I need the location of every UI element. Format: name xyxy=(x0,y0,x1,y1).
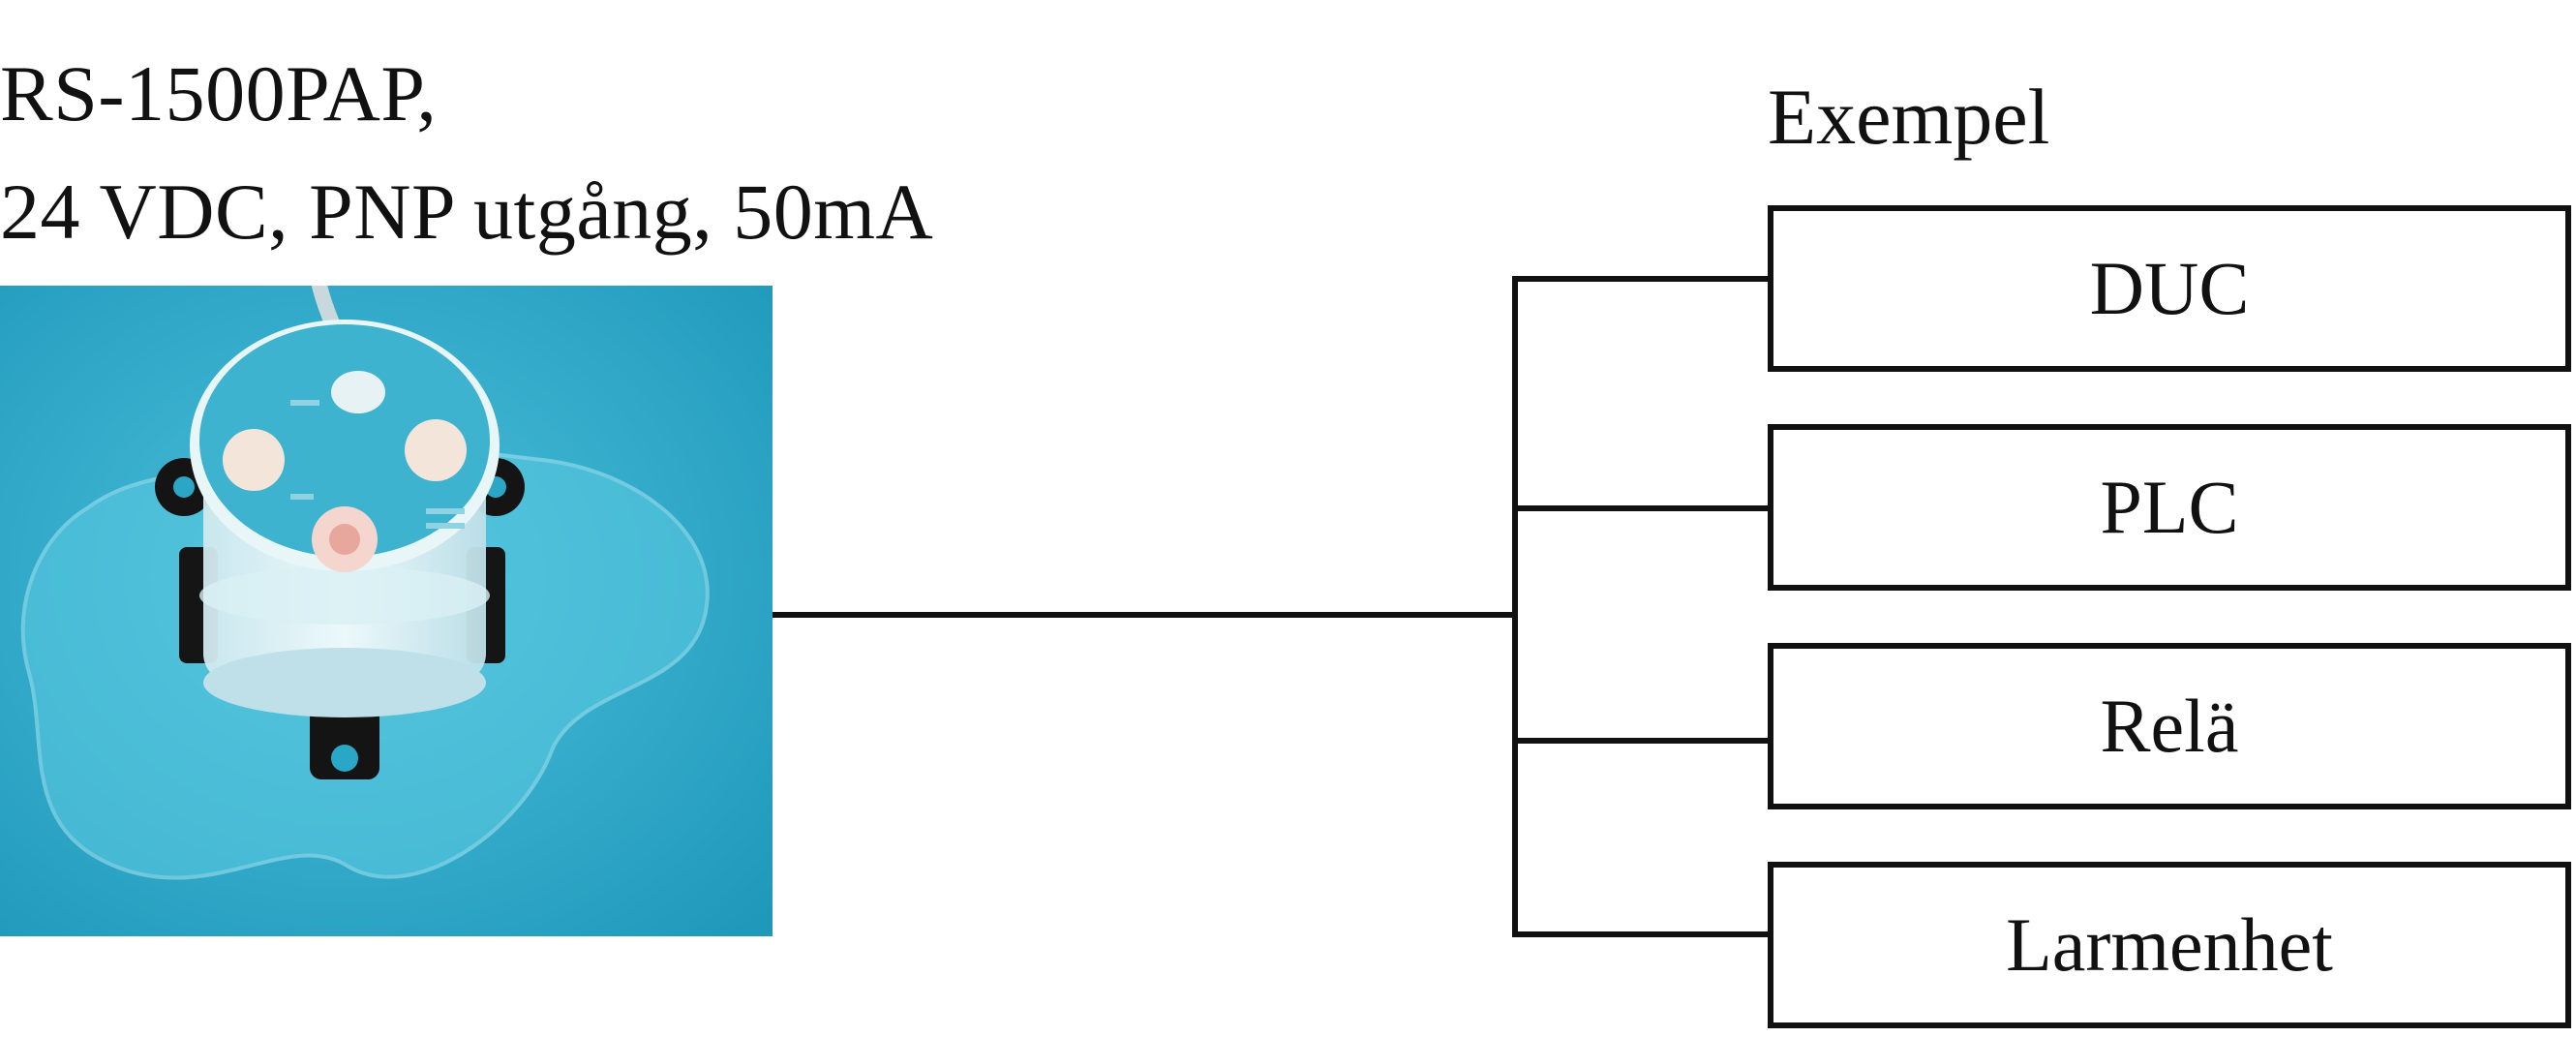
sensor-model-title: RS-1500PAP, xyxy=(0,49,438,137)
sensor-photo xyxy=(0,286,773,936)
example-box-rela: Relä xyxy=(1768,643,2571,809)
examples-heading: Exempel xyxy=(1768,73,2050,161)
water-leak-sensor-photo-icon xyxy=(0,286,773,936)
example-label: PLC xyxy=(2100,465,2239,549)
sensor-spec-title: 24 VDC, PNP utgång, 50mA xyxy=(0,168,934,256)
example-label: DUC xyxy=(2089,246,2250,330)
example-label: Larmenhet xyxy=(2006,902,2333,987)
example-box-larmenhet: Larmenhet xyxy=(1768,862,2571,1028)
example-label: Relä xyxy=(2100,684,2239,768)
example-box-plc: PLC xyxy=(1768,424,2571,591)
example-box-duc: DUC xyxy=(1768,205,2571,372)
